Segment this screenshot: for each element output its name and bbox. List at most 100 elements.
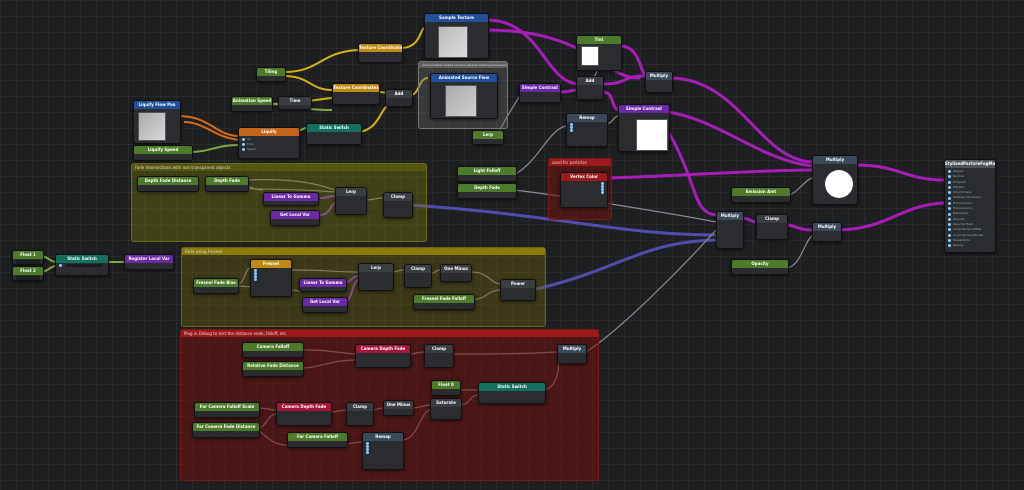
float1-node[interactable]: Float 1 <box>12 250 44 265</box>
pin-icon <box>948 175 951 179</box>
vertex-color-node[interactable]: Vertex Color <box>560 172 608 208</box>
node-title: Float 0 <box>432 381 460 389</box>
clamp-debug-2-node[interactable]: Clamp <box>346 402 374 426</box>
fresnel-fade-falloff-node[interactable]: Fresnel Fade Falloff <box>413 294 475 310</box>
camera-depth-fade-2-node[interactable]: Camera Depth Fade <box>276 402 332 426</box>
light-falloff-node[interactable]: Light Falloff <box>457 166 517 182</box>
output-pin[interactable]: Opacity Mask <box>948 222 992 227</box>
output-pin-label: Local Vertex Normal <box>953 232 984 237</box>
register-local-var-node[interactable]: Register Local Var <box>124 254 174 270</box>
animated-source-flow-node[interactable]: Animated Source Flow <box>430 73 498 119</box>
power-node[interactable]: Power <box>500 279 536 301</box>
multiply-big-node[interactable]: Multiply <box>812 155 858 205</box>
depth-fade-distance-node[interactable]: Depth Fade Distance <box>137 176 199 192</box>
output-pin[interactable]: Normal <box>948 174 992 179</box>
output-pin-label: Opacity <box>953 216 965 221</box>
output-pin[interactable]: Debug <box>948 243 992 248</box>
depth-fade-2-node[interactable]: Depth Fade <box>205 176 249 192</box>
time-node[interactable]: Time <box>278 96 312 110</box>
node-title: Simple Contrast <box>619 105 669 113</box>
opacity-node[interactable]: Opacity <box>731 259 789 275</box>
node-title: Depth Fade Distance <box>138 177 198 185</box>
output-pin[interactable]: Tessellation <box>948 238 992 243</box>
liquify-speed-node[interactable]: Liquify Speed <box>133 145 193 161</box>
node-title: Animated Source Flow <box>431 74 497 82</box>
relative-fade-distance-node[interactable]: Relative Fade Distance <box>242 361 304 377</box>
far-camera-fade-distance-node[interactable]: Far Camera Fade Distance <box>192 422 260 438</box>
add-mid-node[interactable]: Add <box>576 76 604 100</box>
clamp-fade-node[interactable]: Clamp <box>383 192 413 218</box>
pin-icon <box>948 207 951 211</box>
output-pin[interactable]: Local Vertex Normal <box>948 233 992 238</box>
node-title: Tiling <box>257 68 285 76</box>
camera-falloff-node[interactable]: Camera Falloff <box>242 342 304 358</box>
output-pin-label: Metallic <box>953 184 965 189</box>
static-switch-left-node[interactable]: Static Switch <box>55 254 109 276</box>
saturate-node[interactable]: Saturate <box>430 398 462 420</box>
output-pin[interactable]: Refraction <box>948 211 992 216</box>
lerp-world-pos-node[interactable]: Lerp <box>472 130 504 145</box>
linear-to-gamma-2-node[interactable]: Linear To Gamma <box>299 278 347 292</box>
liquify-node[interactable]: Liquify UV Flow Speed <box>238 127 300 159</box>
node-title: Multiply <box>813 156 857 164</box>
float2-node[interactable]: Float 2 <box>12 266 44 281</box>
liquify-flow-pan-node[interactable]: Liquify Flow Pan <box>133 100 181 144</box>
tint-node[interactable]: Tint <box>576 35 622 71</box>
linear-to-gamma-node[interactable]: Linear To Gamma <box>263 192 319 206</box>
clamp-main-node[interactable]: Clamp <box>756 214 788 240</box>
add-top-node[interactable]: Add <box>385 89 413 107</box>
multiply-main-node[interactable]: Multiply <box>716 211 744 249</box>
lerp-fresnel-node[interactable]: Lerp <box>358 263 394 291</box>
node-title: Remap <box>363 433 403 441</box>
clamp-debug-node[interactable]: Clamp <box>424 344 454 368</box>
output-pin[interactable]: Translucency <box>948 206 992 211</box>
static-switch-top-node[interactable]: Static Switch <box>306 123 362 145</box>
texture-coordinates-1-node[interactable]: Texture Coordinates <box>358 43 403 63</box>
output-pin[interactable]: Albedo <box>948 169 992 174</box>
multiply-out-node[interactable]: Multiply <box>812 222 842 242</box>
get-local-var-2-node[interactable]: Get Local Var <box>302 297 348 313</box>
multiply-debug-node[interactable]: Multiply <box>557 344 587 364</box>
sample-texture-node[interactable]: Sample Texture <box>424 13 489 59</box>
output-pin[interactable]: Smoothness <box>948 190 992 195</box>
fresnel-node[interactable]: Fresnel <box>250 259 292 297</box>
output-pin-label: Smoothness <box>953 190 972 195</box>
node-title: Texture Coordinates <box>359 44 402 52</box>
output-pin-label: Debug <box>953 243 963 248</box>
fresnel-fade-bias-node[interactable]: Fresnel Fade Bias <box>193 278 239 294</box>
static-switch-debug-node[interactable]: Static Switch <box>478 382 546 404</box>
node-title: Clamp <box>384 193 412 201</box>
get-local-var-node[interactable]: Get Local Var <box>270 210 320 226</box>
multiply-top-right-node[interactable]: Multiply <box>645 71 673 93</box>
output-pin[interactable]: Local Vertex Offset <box>948 227 992 232</box>
node-title: Relative Fade Distance <box>243 362 303 370</box>
group-title: Fade using Fresnel <box>182 248 545 255</box>
lerp-fade-node[interactable]: Lerp <box>335 187 367 215</box>
depth-fade-node[interactable]: Depth Fade <box>457 183 517 199</box>
clamp-fresnel-node[interactable]: Clamp <box>404 264 432 288</box>
value-field[interactable] <box>16 276 40 280</box>
output-pin[interactable]: Metallic <box>948 185 992 190</box>
output-pin[interactable]: Ambient Occlusion <box>948 195 992 200</box>
output-pin[interactable]: Emission <box>948 180 992 185</box>
simple-contrast-2-node[interactable]: Simple Contrast <box>618 104 670 152</box>
value-field[interactable] <box>16 260 40 264</box>
remap-node[interactable]: Remap <box>566 113 608 147</box>
node-title: Clamp <box>425 345 453 353</box>
texture-coordinates-2-node[interactable]: Texture Coordinates <box>332 83 380 105</box>
output-pin[interactable]: Opacity <box>948 217 992 222</box>
emission-amt-node[interactable]: Emission Amt <box>731 187 791 203</box>
float-debug-node[interactable]: Float 0 <box>431 380 461 396</box>
remap-debug-node[interactable]: Remap <box>362 432 404 470</box>
simple-contrast-node[interactable]: Simple Contrast <box>519 83 561 103</box>
animation-speed-node[interactable]: Animation Speed <box>231 96 273 112</box>
far-camera-falloff-node[interactable]: Far Camera Falloff <box>287 432 348 448</box>
output-pin[interactable]: Transmission <box>948 201 992 206</box>
one-minus-debug-node[interactable]: One Minus <box>383 400 414 416</box>
tiling-node[interactable]: Tiling <box>256 67 286 82</box>
far-camera-falloff-scale-node[interactable]: Far Camera Falloff Scale <box>194 402 260 418</box>
camera-depth-fade-node[interactable]: Camera Depth Fade <box>355 344 411 368</box>
one-minus-fresnel-node[interactable]: One Minus <box>440 264 472 282</box>
